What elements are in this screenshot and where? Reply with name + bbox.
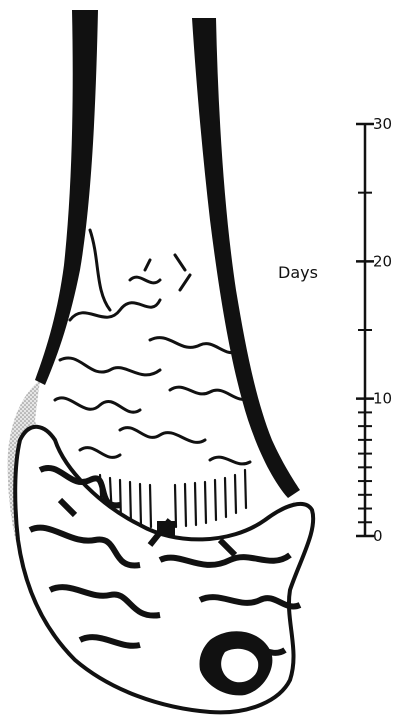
cortex-right <box>192 18 300 498</box>
scale-tick-label: 10 <box>373 390 392 408</box>
scale-tick-label: 30 <box>373 115 392 133</box>
cortex-left <box>35 10 98 385</box>
scale-tick-label: 20 <box>373 252 392 270</box>
scale-tick-label: 0 <box>373 527 383 545</box>
scale-title: Days <box>278 263 318 282</box>
days-scale: 0 10 20 30 <box>356 115 392 545</box>
